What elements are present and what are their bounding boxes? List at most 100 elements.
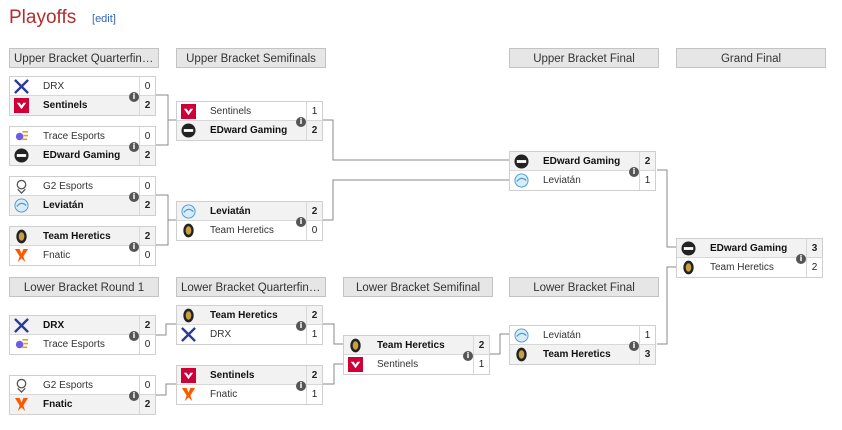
team-score: 0 [139, 246, 155, 265]
team-row[interactable]: Fnatic 2 [10, 395, 155, 414]
team-name: Sentinels [377, 359, 419, 370]
sentinels-logo-icon [348, 357, 363, 372]
team-row[interactable]: G2 Esports 0 [10, 177, 155, 196]
team-heretics-logo-icon [181, 223, 196, 238]
info-icon[interactable]: i [629, 167, 639, 177]
edward-gaming-logo-icon [514, 154, 529, 169]
info-icon[interactable]: i [129, 142, 139, 152]
fnatic-logo-icon [14, 397, 29, 412]
team-row[interactable]: Team Heretics 2 [10, 227, 155, 246]
team-name: Fnatic [43, 399, 73, 410]
team-row[interactable]: Leviatán 1 [510, 326, 655, 345]
team-name: Team Heretics [43, 231, 111, 242]
info-icon[interactable]: i [129, 92, 139, 102]
team-name: DRX [43, 81, 65, 92]
team-name: Team Heretics [210, 310, 278, 321]
connector-lbq1-lbs [323, 323, 345, 345]
team-row[interactable]: Team Heretics 3 [510, 345, 655, 364]
team-score: 0 [139, 376, 155, 395]
connector-ubq2-ubs1 [156, 120, 169, 146]
edward-gaming-logo-icon [181, 123, 196, 138]
team-row[interactable]: Sentinels 2 [177, 366, 322, 385]
fnatic-logo-icon [181, 387, 196, 402]
team-name: Trace Esports [43, 339, 105, 350]
team-row[interactable]: Trace Esports 0 [10, 335, 155, 354]
team-score: 2 [139, 227, 155, 246]
sentinels-logo-icon [14, 98, 29, 113]
header-upper-final: Upper Bracket Final [509, 48, 659, 68]
match-ubs1: Sentinels 1 EDward Gaming 2 i [176, 101, 323, 141]
team-row[interactable]: DRX 0 [10, 77, 155, 96]
info-icon[interactable]: i [463, 351, 473, 361]
info-icon[interactable]: i [129, 391, 139, 401]
leviatan-logo-icon [181, 204, 196, 219]
info-icon[interactable]: i [296, 381, 306, 391]
header-upper-quarterfinals: Upper Bracket Quarterfinals [9, 48, 159, 68]
edit-link[interactable]: edit [95, 13, 113, 25]
leviatan-logo-icon [14, 198, 29, 213]
match-lbq1: Team Heretics 2 DRX 1 i [176, 305, 323, 345]
team-row[interactable]: Trace Esports 0 [10, 127, 155, 146]
team-name: Fnatic [43, 250, 71, 261]
info-icon[interactable]: i [796, 254, 806, 264]
team-name: Team Heretics [710, 262, 774, 273]
info-icon[interactable]: i [129, 331, 139, 341]
team-row[interactable]: EDward Gaming 2 [10, 146, 155, 165]
team-score: 1 [306, 325, 322, 344]
info-icon[interactable]: i [296, 117, 306, 127]
team-row[interactable]: DRX 2 [10, 316, 155, 335]
match-lbs: Team Heretics 2 Sentinels 1 i [343, 335, 490, 375]
team-score: 2 [139, 395, 155, 414]
team-score: 2 [306, 121, 322, 140]
team-row[interactable]: Leviatán 1 [510, 171, 655, 190]
team-score: 2 [473, 336, 489, 355]
team-row[interactable]: Leviatán 2 [10, 196, 155, 215]
team-score: 2 [139, 146, 155, 165]
team-row[interactable]: Fnatic 0 [10, 246, 155, 265]
team-row[interactable]: Team Heretics 2 [177, 306, 322, 325]
team-row[interactable]: EDward Gaming 2 [177, 121, 322, 140]
team-heretics-logo-icon [14, 229, 29, 244]
info-icon[interactable]: i [129, 242, 139, 252]
info-icon[interactable]: i [296, 321, 306, 331]
team-row[interactable]: Sentinels 2 [10, 96, 155, 115]
team-row[interactable]: Team Heretics 2 [677, 258, 822, 277]
info-icon[interactable]: i [296, 217, 306, 227]
team-score: 1 [306, 102, 322, 121]
match-ubq2: Trace Esports 0 EDward Gaming 2 i [9, 126, 156, 166]
team-row[interactable]: Team Heretics 2 [344, 336, 489, 355]
team-score: 2 [806, 258, 822, 277]
team-row[interactable]: Team Heretics 0 [177, 221, 322, 240]
info-icon[interactable]: i [629, 341, 639, 351]
g2-esports-logo-icon [14, 378, 29, 393]
team-name: Leviatán [210, 206, 251, 217]
team-score: 1 [639, 326, 655, 345]
connector-lbq2-lbs [323, 363, 345, 385]
leviatan-logo-icon [514, 173, 529, 188]
team-row[interactable]: Sentinels 1 [344, 355, 489, 374]
team-row[interactable]: EDward Gaming 3 [677, 239, 822, 258]
drx-logo-icon [181, 327, 196, 342]
team-score: 1 [306, 385, 322, 404]
team-row[interactable]: EDward Gaming 2 [510, 152, 655, 171]
team-row[interactable]: Sentinels 1 [177, 102, 322, 121]
header-lower-semifinal: Lower Bracket Semifinal [343, 277, 493, 297]
team-score: 2 [306, 306, 322, 325]
team-score: 3 [806, 239, 822, 258]
connector-lbs-lbf [490, 333, 511, 355]
edward-gaming-logo-icon [14, 148, 29, 163]
team-row[interactable]: Leviatán 2 [177, 202, 322, 221]
page-title: Playoffs [9, 7, 77, 28]
team-row[interactable]: DRX 1 [177, 325, 322, 344]
team-row[interactable]: G2 Esports 0 [10, 376, 155, 395]
team-name: Leviatán [543, 175, 581, 186]
team-name: EDward Gaming [710, 243, 788, 254]
team-score: 2 [639, 152, 655, 171]
team-name: Sentinels [210, 370, 255, 381]
info-icon[interactable]: i [129, 192, 139, 202]
connector-lbf-gf [657, 266, 678, 345]
team-row[interactable]: Fnatic 1 [177, 385, 322, 404]
match-lbr1: DRX 2 Trace Esports 0 i [9, 315, 156, 355]
match-ubq4: Team Heretics 2 Fnatic 0 i [9, 226, 156, 266]
